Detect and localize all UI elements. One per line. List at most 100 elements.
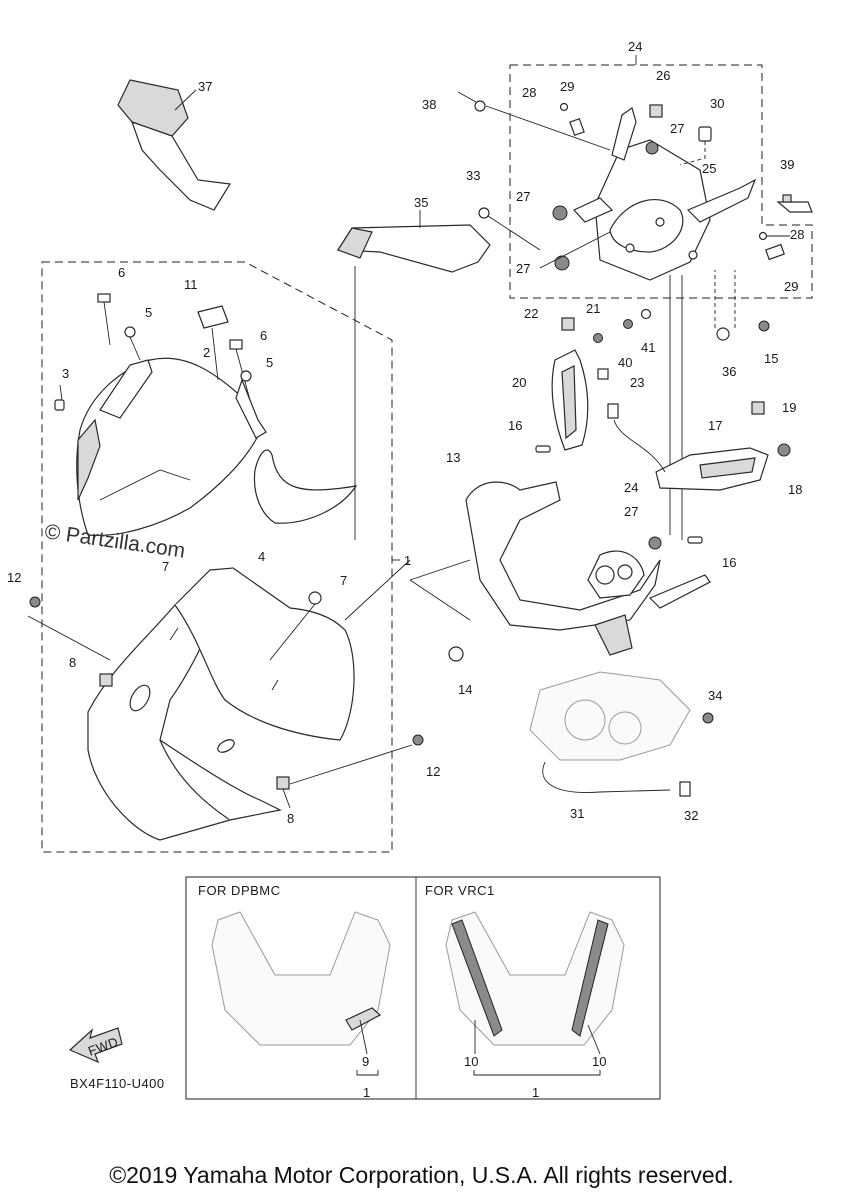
callout-16-top[interactable]: 16 (508, 418, 522, 433)
bolt-29-lower[interactable] (765, 243, 785, 261)
callout-8-left[interactable]: 8 (69, 655, 76, 670)
callout-30[interactable]: 30 (710, 96, 724, 111)
callout-28-top[interactable]: 28 (522, 85, 536, 100)
callout-28-right[interactable]: 28 (790, 227, 804, 242)
grommet-18-part[interactable] (777, 443, 791, 457)
callout-10-right[interactable]: 10 (592, 1054, 606, 1069)
pin-16-right[interactable] (687, 536, 703, 544)
callout-5-left[interactable]: 5 (145, 305, 152, 320)
variant-vrc1-cowling[interactable] (445, 911, 625, 1046)
callout-22[interactable]: 22 (524, 306, 538, 321)
callout-4[interactable]: 4 (258, 549, 265, 564)
screw-12-right[interactable] (289, 734, 424, 785)
variant-dpbmc-cowling[interactable] (211, 911, 391, 1046)
callout-24-top[interactable]: 24 (628, 39, 642, 54)
collar-30-part[interactable] (679, 126, 712, 166)
callout-6-right[interactable]: 6 (260, 328, 267, 343)
callout-27-left[interactable]: 27 (516, 189, 530, 204)
callout-3[interactable]: 3 (62, 366, 69, 381)
front-cowling-part[interactable] (87, 567, 355, 841)
washer-41-part[interactable] (640, 308, 652, 320)
callout-1[interactable]: 1 (404, 553, 411, 568)
callout-12-right[interactable]: 12 (426, 764, 440, 779)
callout-7-left[interactable]: 7 (162, 559, 169, 574)
callout-20[interactable]: 20 (512, 375, 526, 390)
callout-16-right[interactable]: 16 (722, 555, 736, 570)
inner-panel-35-part[interactable] (336, 210, 491, 273)
callout-18[interactable]: 18 (788, 482, 802, 497)
callout-24-mid[interactable]: 24 (624, 480, 638, 495)
callout-31[interactable]: 31 (570, 806, 584, 821)
screw-28-lower[interactable] (758, 231, 791, 241)
collar-36-part[interactable] (714, 270, 736, 341)
headlight-housing-13-part[interactable] (465, 481, 711, 656)
callout-27-top[interactable]: 27 (670, 121, 684, 136)
sticker-11-part[interactable] (197, 305, 229, 381)
callout-40[interactable]: 40 (618, 355, 632, 370)
trim-strip-part[interactable] (253, 449, 358, 524)
bolt-34-part[interactable] (702, 712, 714, 724)
callout-2[interactable]: 2 (203, 345, 210, 360)
clip-23-part[interactable] (597, 368, 609, 380)
callout-13[interactable]: 13 (446, 450, 460, 465)
callout-5-right[interactable]: 5 (266, 355, 273, 370)
mirror-part[interactable] (117, 79, 231, 211)
screen-bracket-part[interactable] (99, 359, 267, 439)
nut-33-part[interactable] (478, 207, 541, 251)
duct-17-part[interactable] (607, 403, 769, 491)
callout-10-left[interactable]: 10 (464, 1054, 478, 1069)
damper-27-left[interactable] (552, 205, 568, 221)
callout-11[interactable]: 11 (184, 277, 198, 292)
callout-27-mid[interactable]: 27 (624, 504, 638, 519)
nut-38-part[interactable] (457, 91, 611, 151)
callout-37[interactable]: 37 (198, 79, 212, 94)
washer-5-left[interactable] (124, 326, 141, 361)
damper-27-bottom[interactable] (539, 231, 611, 271)
callout-29-top[interactable]: 29 (560, 79, 574, 94)
screw-12-left[interactable] (27, 596, 111, 661)
bolt-21-part[interactable] (593, 333, 603, 343)
bolt-6-left[interactable] (97, 293, 111, 346)
bolt-40-part[interactable] (623, 319, 633, 329)
callout-17[interactable]: 17 (708, 418, 722, 433)
windscreen-part[interactable] (76, 357, 263, 537)
nut-26-part[interactable] (649, 104, 663, 118)
screw-28-upper[interactable] (559, 102, 569, 112)
nut-19-part[interactable] (751, 401, 765, 415)
damper-27-lower[interactable] (648, 536, 662, 550)
grommet-7-right[interactable] (269, 591, 322, 661)
callout-26[interactable]: 26 (656, 68, 670, 83)
callout-36[interactable]: 36 (722, 364, 736, 379)
callout-15[interactable]: 15 (764, 351, 778, 366)
callout-1-left-variant[interactable]: 1 (363, 1085, 370, 1100)
nut-22-part[interactable] (561, 317, 575, 331)
callout-8-right[interactable]: 8 (287, 811, 294, 826)
callout-14[interactable]: 14 (458, 682, 472, 697)
callout-35[interactable]: 35 (414, 195, 428, 210)
clip-8-upper[interactable] (99, 673, 113, 687)
callout-33[interactable]: 33 (466, 168, 480, 183)
callout-38[interactable]: 38 (422, 97, 436, 112)
callout-19[interactable]: 19 (782, 400, 796, 415)
stay-bracket-part[interactable] (573, 107, 757, 281)
side-cover-20-part[interactable] (551, 349, 589, 451)
callout-25[interactable]: 25 (702, 161, 716, 176)
callout-23[interactable]: 23 (630, 375, 644, 390)
callout-27-bottom[interactable]: 27 (516, 261, 530, 276)
callout-12-left[interactable]: 12 (7, 570, 21, 585)
callout-41[interactable]: 41 (641, 340, 655, 355)
callout-9[interactable]: 9 (362, 1054, 369, 1069)
callout-7-right[interactable]: 7 (340, 573, 347, 588)
callout-21[interactable]: 21 (586, 301, 600, 316)
clip-8-lower[interactable] (276, 776, 291, 809)
callout-39[interactable]: 39 (780, 157, 794, 172)
callout-29-right[interactable]: 29 (784, 279, 798, 294)
nut-14-part[interactable] (448, 646, 464, 662)
callout-32[interactable]: 32 (684, 808, 698, 823)
bolt-15-part[interactable] (758, 320, 770, 332)
bolt-29-upper[interactable] (569, 117, 585, 137)
damper-27-upper[interactable] (645, 141, 659, 155)
callout-1-right-variant[interactable]: 1 (532, 1085, 539, 1100)
pin-16-left[interactable] (535, 445, 551, 453)
cable-31-part[interactable] (542, 761, 671, 793)
